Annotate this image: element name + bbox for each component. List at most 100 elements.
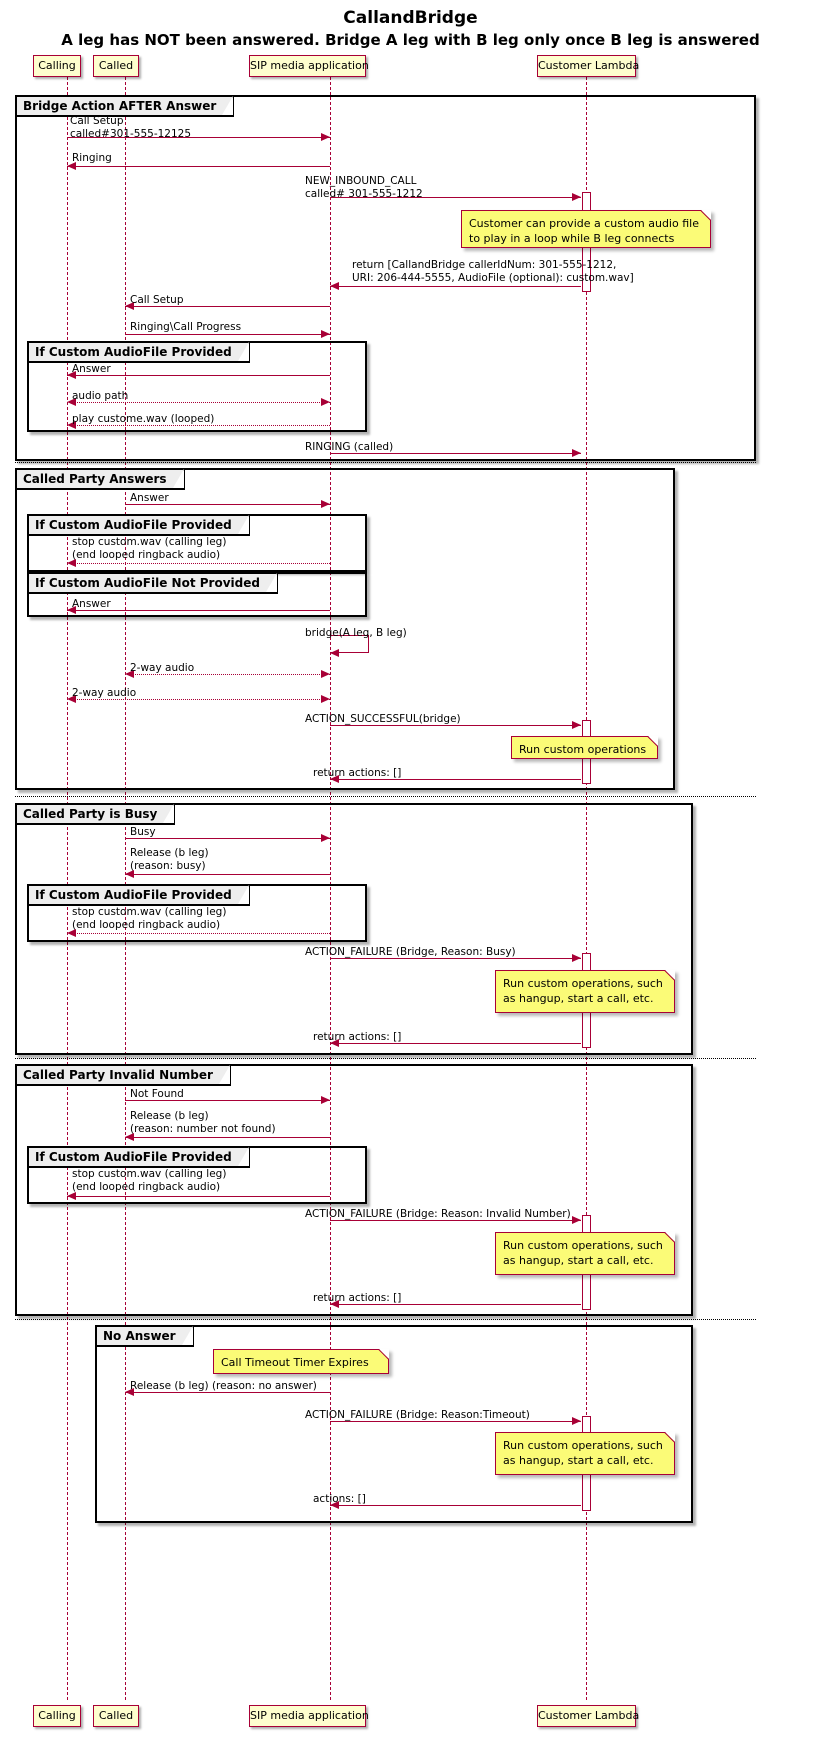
message-line (67, 402, 330, 403)
message-line (125, 1392, 330, 1393)
message-line (67, 166, 330, 167)
arrowhead-right (321, 670, 330, 678)
group-label-if-custom-audiofile-provided: If Custom AudioFile Provided (29, 885, 250, 906)
group-label-bridge-action-after-answer: Bridge Action AFTER Answer (17, 96, 235, 117)
message-label: ACTION_FAILURE (Bridge: Reason: Invalid … (305, 1208, 571, 1220)
note-fold-corner (665, 970, 675, 980)
message-label: play custome.wav (looped) (72, 413, 215, 425)
arrowhead-left (125, 670, 134, 678)
arrowhead-right (321, 834, 330, 842)
message-line (67, 933, 330, 934)
group-label-if-custom-audiofile-provided: If Custom AudioFile Provided (29, 1147, 250, 1168)
participant-customer-lambda-bottom[interactable]: Customer Lambda (537, 1705, 639, 1727)
message-label: Release (b leg) (reason: number not foun… (130, 1110, 276, 1135)
message-label: 2-way audio (72, 687, 137, 699)
participant-customer-lambda-top[interactable]: Customer Lambda (537, 55, 639, 77)
message-line (67, 1196, 330, 1197)
message-label: Call Setup (130, 294, 184, 306)
arrowhead-right (321, 330, 330, 338)
message-label: audio path (72, 390, 129, 402)
message-label: return actions: [] (313, 1031, 402, 1043)
arrowhead-left (67, 421, 76, 429)
participant-called-bottom[interactable]: Called (93, 1705, 139, 1727)
note-fold-corner (648, 736, 658, 746)
message-line (67, 375, 330, 376)
message-line (330, 1505, 581, 1506)
participant-called-top[interactable]: Called (93, 55, 139, 77)
group-frame-if-custom-audiofile-not-provided (27, 572, 367, 617)
message-label: Ringing\Call Progress (130, 321, 242, 333)
arrowhead-right (572, 449, 581, 457)
message-label: ACTION_FAILURE (Bridge, Reason: Busy) (305, 946, 516, 958)
page-subtitle: A leg has NOT been answered. Bridge A le… (61, 31, 760, 49)
arrowhead-left (330, 1039, 339, 1047)
arrowhead-left (125, 302, 134, 310)
arrowhead-left (330, 1501, 339, 1509)
arrowhead-left (67, 398, 76, 406)
group-frame-if-custom-audiofile-provided (27, 341, 367, 432)
participant-calling-bottom[interactable]: Calling (33, 1705, 81, 1727)
note-box: Customer can provide a custom audio file… (461, 210, 711, 248)
section-divider (15, 796, 756, 797)
arrowhead-left (330, 282, 339, 290)
arrowhead-left (67, 606, 76, 614)
message-line (125, 504, 330, 505)
message-line (125, 334, 330, 335)
message-label: Answer (130, 492, 169, 504)
lifeline-customer-lambda (586, 77, 587, 1700)
arrowhead-left (67, 559, 76, 567)
arrowhead-left (67, 695, 76, 703)
section-divider (15, 462, 756, 463)
arrowhead-left (125, 1388, 134, 1396)
group-label-if-custom-audiofile-provided: If Custom AudioFile Provided (29, 515, 250, 536)
message-label: Busy (130, 826, 156, 838)
arrowhead-right (321, 133, 330, 141)
participant-calling-top[interactable]: Calling (33, 55, 81, 77)
message-line (330, 453, 581, 454)
note-box: Call Timeout Timer Expires (213, 1349, 389, 1374)
message-line (330, 286, 581, 287)
arrowhead-right (572, 1417, 581, 1425)
message-label: return actions: [] (313, 767, 402, 779)
arrowhead-left (67, 1192, 76, 1200)
self-message-label: bridge(A leg, B leg) (305, 627, 407, 639)
message-line (67, 699, 330, 700)
message-label: stop custom.wav (calling leg) (end loope… (72, 536, 227, 561)
message-label: actions: [] (313, 1493, 366, 1505)
arrowhead-right (321, 398, 330, 406)
group-frame-if-custom-audiofile-provided (27, 1146, 367, 1204)
group-label-called-party-answers: Called Party Answers (17, 469, 185, 490)
arrowhead-left (67, 162, 76, 170)
message-line (67, 563, 330, 564)
note-box: Run custom operations, such as hangup, s… (495, 1232, 675, 1275)
message-label: Answer (72, 598, 111, 610)
message-line (330, 725, 581, 726)
group-label-if-custom-audiofile-provided: If Custom AudioFile Provided (29, 342, 250, 363)
participant-sip-media-application-bottom[interactable]: SIP media application (249, 1705, 369, 1727)
group-label-called-party-is-busy: Called Party is Busy (17, 804, 176, 825)
message-line (125, 874, 330, 875)
message-label: RINGING (called) (305, 441, 394, 453)
participant-sip-media-application-top[interactable]: SIP media application (249, 55, 369, 77)
lifeline-sip-media-application (330, 77, 331, 1700)
message-label: ACTION_FAILURE (Bridge: Reason:Timeout) (305, 1409, 530, 1421)
note-fold-corner (379, 1349, 389, 1359)
arrowhead-left (330, 775, 339, 783)
section-divider (15, 1058, 756, 1059)
message-line (125, 1137, 330, 1138)
message-label: 2-way audio (130, 662, 195, 674)
arrowhead-right (572, 954, 581, 962)
note-box: Run custom operations, such as hangup, s… (495, 1432, 675, 1475)
message-label: Release (b leg) (reason: no answer) (130, 1380, 317, 1392)
message-line (125, 674, 330, 675)
message-label: Answer (72, 363, 111, 375)
message-line (125, 838, 330, 839)
message-label: NEW_INBOUND_CALL called# 301-555-1212 (305, 175, 423, 200)
group-label-called-party-invalid-number: Called Party Invalid Number (17, 1065, 231, 1086)
message-label: stop custom.wav (calling leg) (end loope… (72, 906, 227, 931)
arrowhead-right (572, 721, 581, 729)
arrowhead-right (321, 695, 330, 703)
note-fold-corner (665, 1432, 675, 1442)
arrowhead-right (321, 1096, 330, 1104)
group-frame-bridge-action-after-answer (15, 95, 756, 461)
